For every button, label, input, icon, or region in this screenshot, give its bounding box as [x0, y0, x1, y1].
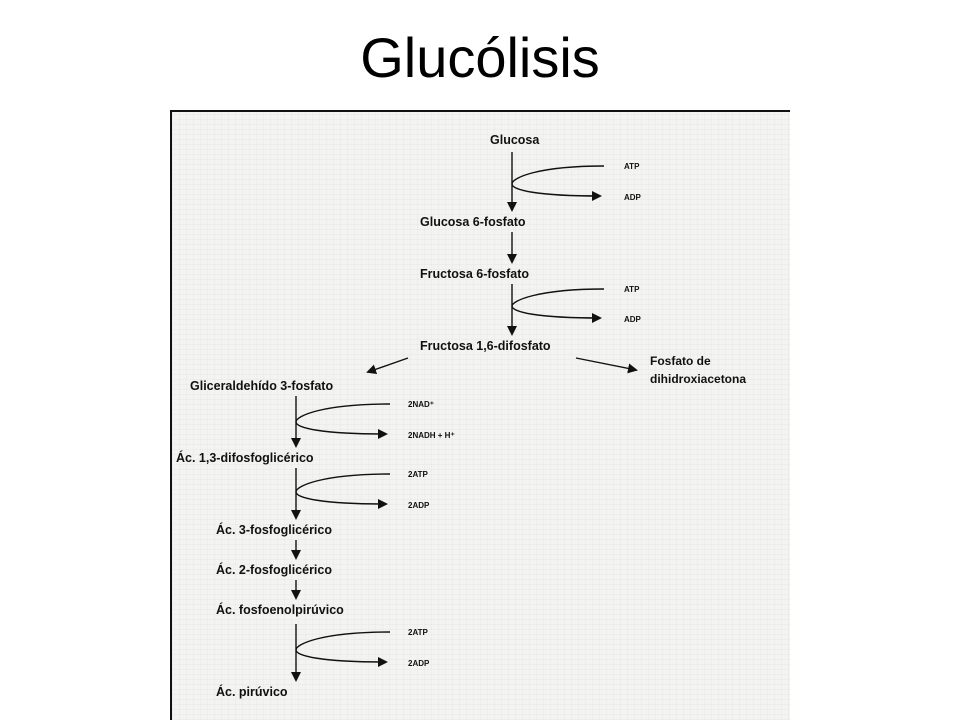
cofactor-step1-out: ADP [624, 193, 642, 202]
cofactor-curve-step-9 [295, 631, 391, 667]
cofactor-step5-out: 2NADH + H⁺ [408, 431, 455, 440]
metabolite-ac-3-fosfoglicerico: Ác. 3-fosfoglicérico [216, 522, 332, 537]
metabolite-fructosa-1-6-difosfato: Fructosa 1,6-difosfato [420, 339, 551, 353]
metabolite-ac-2-fosfoglicerico: Ác. 2-fosfoglicérico [216, 562, 332, 577]
cofactor-curve-step-3 [511, 288, 605, 323]
cofactor-step6-out: 2ADP [408, 501, 430, 510]
pathway-svg: Glucosa Glucosa 6-fosfato Fructosa 6-fos… [176, 133, 746, 699]
arrow-branch-left [366, 357, 409, 375]
metabolite-ac-1-3-difosfoglicerico: Ác. 1,3-difosfoglicérico [176, 450, 314, 465]
metabolite-gliceraldehido-3-fosfato: Gliceraldehído 3-fosfato [190, 379, 333, 393]
cofactor-curve-step-6 [295, 473, 391, 509]
metabolite-glucosa: Glucosa [490, 133, 540, 147]
metabolite-fructosa-6-fosfato: Fructosa 6-fosfato [420, 267, 529, 281]
glycolysis-diagram: Glucosa Glucosa 6-fosfato Fructosa 6-fos… [170, 110, 790, 720]
side-product-line2: dihidroxiacetona [650, 372, 746, 386]
arrow-branch-right [575, 357, 638, 374]
cofactor-step3-in: ATP [624, 285, 640, 294]
cofactor-curve-step-5 [295, 403, 391, 439]
cofactor-curve-step-1 [511, 165, 605, 201]
slide-title: Glucólisis [360, 26, 600, 89]
cofactor-step1-in: ATP [624, 162, 640, 171]
cofactor-step5-in: 2NAD⁺ [408, 400, 434, 409]
cofactor-step9-in: 2ATP [408, 628, 429, 637]
metabolite-ac-piruvico: Ác. pirúvico [216, 684, 288, 699]
side-product-line1: Fosfato de [650, 354, 711, 368]
cofactor-step3-out: ADP [624, 315, 642, 324]
metabolite-glucosa-6-fosfato: Glucosa 6-fosfato [420, 215, 526, 229]
cofactor-step9-out: 2ADP [408, 659, 430, 668]
metabolite-ac-fosfoenolpiruvico: Ác. fosfoenolpirúvico [216, 602, 344, 617]
cofactor-step6-in: 2ATP [408, 470, 429, 479]
